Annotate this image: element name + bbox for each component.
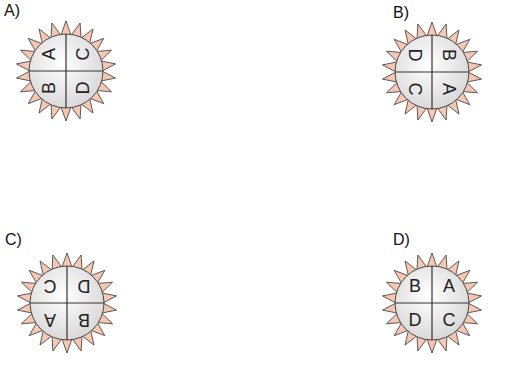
option-label: D) xyxy=(393,232,410,248)
quadrant-letter: A xyxy=(440,83,458,95)
divider-line xyxy=(65,34,66,108)
divider-line xyxy=(66,266,67,340)
quadrant-letter: B xyxy=(409,277,421,295)
sun-disc: B A D C xyxy=(380,251,484,355)
quadrant-cell: A xyxy=(37,307,63,333)
quadrant-cell: B xyxy=(71,307,97,333)
option-label: C) xyxy=(5,232,22,248)
disc-face xyxy=(30,266,104,340)
quadrant-cell: D xyxy=(402,42,428,68)
sun-disc: D B C A xyxy=(380,20,484,124)
divider-line xyxy=(431,35,432,109)
disc-face xyxy=(29,34,103,108)
sun-rays xyxy=(18,253,117,353)
quadrant-letter: B xyxy=(78,311,90,329)
quadrant-cell: C xyxy=(402,76,428,102)
quadrant-letter: A xyxy=(40,48,58,60)
quadrant-letter: A xyxy=(443,277,455,295)
quadrant-cell: C xyxy=(37,273,63,299)
quadrant-letter: D xyxy=(406,49,424,62)
quadrant-cell: A xyxy=(36,41,62,67)
quadrant-letter: B xyxy=(440,49,458,61)
sun-rays xyxy=(383,22,482,122)
quadrant-letter: C xyxy=(44,277,57,295)
quadrant-letter: D xyxy=(78,277,91,295)
option-label: A) xyxy=(4,3,20,19)
quadrant-cell: C xyxy=(70,41,96,67)
quadrant-letter: D xyxy=(409,311,422,329)
disc-face xyxy=(395,35,469,109)
sun-outline xyxy=(14,19,118,123)
quadrant-cell: A xyxy=(436,273,462,299)
sun-rays xyxy=(383,253,482,353)
quadrant-letter: A xyxy=(44,311,56,329)
sun-disc: A C B D xyxy=(14,19,118,123)
sun-outline xyxy=(380,251,484,355)
sun-rays xyxy=(17,21,116,121)
quadrant-letter: C xyxy=(74,48,92,61)
quadrant-letter: C xyxy=(443,311,456,329)
quadrant-cell: D xyxy=(402,307,428,333)
disc-face xyxy=(395,266,469,340)
quadrant-cell: D xyxy=(71,273,97,299)
quadrant-letter: B xyxy=(40,82,58,94)
quadrant-letter: D xyxy=(74,82,92,95)
quadrant-cell: A xyxy=(436,76,462,102)
sun-disc: C D A B xyxy=(15,251,119,355)
quadrant-cell: D xyxy=(70,75,96,101)
quadrant-letter: C xyxy=(406,83,424,96)
option-label: B) xyxy=(393,5,409,21)
divider-line xyxy=(431,266,432,340)
quadrant-cell: C xyxy=(436,307,462,333)
sun-outline xyxy=(380,20,484,124)
quadrant-cell: B xyxy=(436,42,462,68)
quadrant-cell: B xyxy=(36,75,62,101)
sun-outline xyxy=(15,251,119,355)
quadrant-cell: B xyxy=(402,273,428,299)
